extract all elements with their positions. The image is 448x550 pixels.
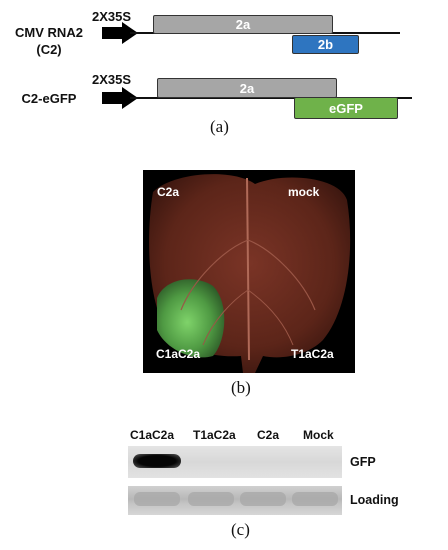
construct-name-c2-egfp: C2-eGFP: [21, 91, 77, 106]
leaf-label-bottom-left: C1aC2a: [156, 347, 201, 361]
western-blot: C1aC2a T1aC2a C2a Mock GFP Loading (c): [0, 420, 448, 550]
panel-letter-c: (c): [231, 520, 250, 539]
row-label-gfp: GFP: [350, 455, 376, 469]
leaf-label-top-right: mock: [288, 185, 320, 199]
gene-box-egfp: eGFP: [294, 97, 398, 119]
lane-label: C1aC2a: [130, 428, 175, 442]
leaf-label-top-left: C2a: [157, 185, 180, 199]
loading-band: [134, 492, 180, 506]
loading-band: [292, 492, 338, 506]
loading-band: [188, 492, 234, 506]
panel-letter-a: (a): [210, 117, 229, 136]
gene-box-2a: 2a: [153, 15, 333, 34]
lane-label: C2a: [257, 428, 280, 442]
construct-name-c2: CMV RNA2 (C2): [15, 25, 83, 57]
promoter-arrow-icon: [102, 87, 138, 109]
lane-label: Mock: [303, 428, 334, 442]
leaf-label-bottom-right: T1aC2a: [291, 347, 334, 361]
promoter-label: 2X35S: [92, 72, 132, 87]
row-label-loading: Loading: [350, 493, 399, 507]
promoter-arrow-icon: [102, 22, 138, 44]
construct-diagram: CMV RNA2 (C2) 2X35S 2a 2b C2-eGFP 2X35S …: [0, 0, 448, 140]
gene-box-2b: 2b: [292, 35, 359, 54]
gene-box-2a: 2a: [157, 78, 337, 98]
panel-letter-b: (b): [231, 378, 251, 397]
construct-backbone: [130, 97, 412, 99]
loading-band: [240, 492, 286, 506]
lane-label: T1aC2a: [193, 428, 236, 442]
gfp-band: [133, 454, 181, 468]
leaf-image: [143, 170, 355, 373]
leaf-fluorescence-photo: C2a mock C1aC2a T1aC2a: [143, 170, 355, 373]
promoter-label: 2X35S: [92, 9, 132, 24]
